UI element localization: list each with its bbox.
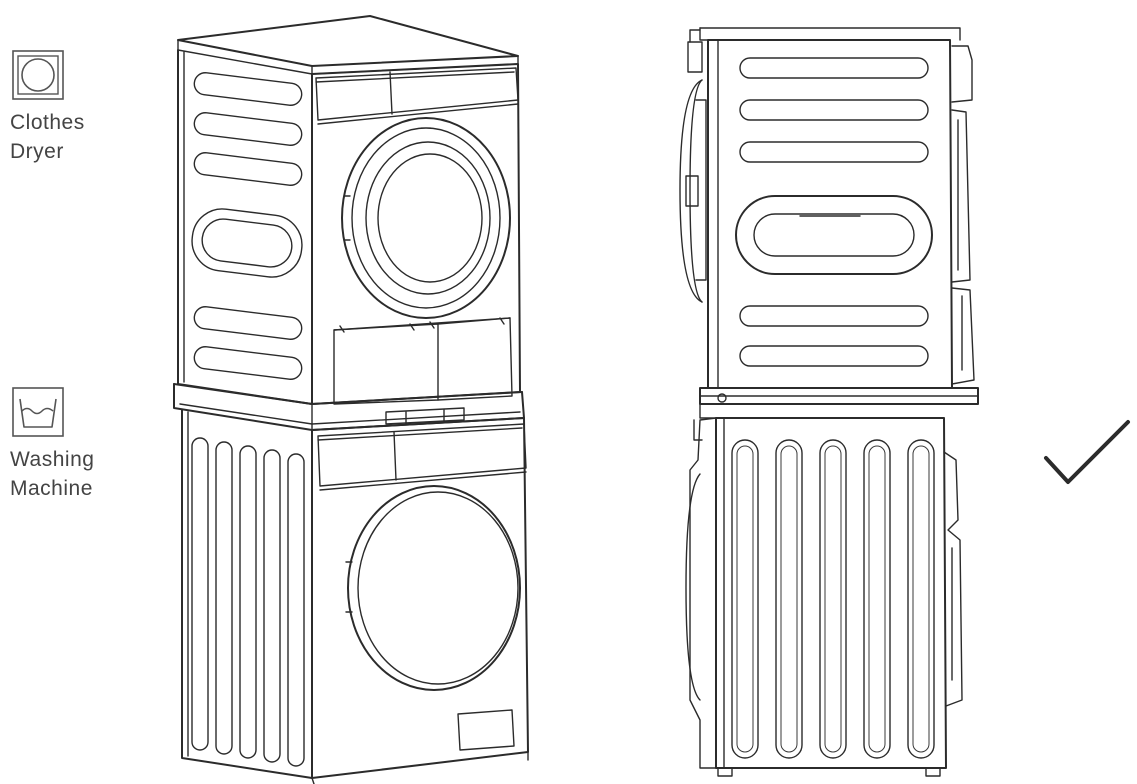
dryer-symbol-icon xyxy=(12,50,64,100)
washer-filter-cover xyxy=(457,709,515,751)
washer-door xyxy=(347,485,521,691)
legend-washer-line1: Washing xyxy=(10,448,95,471)
washer-side-vent xyxy=(215,441,233,755)
washer-side-body xyxy=(715,417,947,769)
washer-door-profile xyxy=(685,473,701,701)
dryer-door-profile xyxy=(679,79,703,303)
dryer-side-vent xyxy=(193,346,303,380)
legend-dryer: Clothes Dryer xyxy=(10,48,85,166)
washer-side-panel xyxy=(181,409,313,779)
side-view-stack xyxy=(679,27,979,777)
washer-side-vent xyxy=(731,439,759,759)
dryer-door-glass xyxy=(377,153,483,283)
dryer-filter-panel xyxy=(333,323,439,405)
washer-control-panel xyxy=(317,423,527,487)
dryer-unit-side xyxy=(679,27,975,389)
dryer-control-panel xyxy=(315,67,519,121)
dryer-side-vent xyxy=(739,305,929,327)
legend-dryer-line1: Clothes xyxy=(10,111,85,134)
stacking-kit-side xyxy=(699,387,979,419)
washer-side-vent xyxy=(907,439,935,759)
washer-side-vent xyxy=(263,449,281,763)
legend-washer: Washing Machine xyxy=(10,385,94,503)
dryer-unit-front xyxy=(177,15,521,405)
stacking-kit-front xyxy=(173,383,525,431)
dryer-side-vent-large xyxy=(735,195,933,275)
front-view-stack xyxy=(173,15,529,784)
dryer-side-vent-large xyxy=(191,208,303,278)
checkmark-icon xyxy=(1044,420,1130,484)
washer-unit-front xyxy=(181,409,529,784)
washer-unit-side xyxy=(685,417,963,777)
dryer-side-vent xyxy=(739,345,929,367)
dryer-side-vent xyxy=(739,141,929,163)
dryer-side-vent xyxy=(739,99,929,121)
legend-washer-line2: Machine xyxy=(10,477,93,500)
washer-side-vent xyxy=(287,453,305,767)
legend-dryer-line2: Dryer xyxy=(10,140,64,163)
washer-front-panel xyxy=(311,417,529,779)
dryer-side-vent xyxy=(193,306,303,340)
washer-side-vent xyxy=(819,439,847,759)
washer-side-vent xyxy=(863,439,891,759)
dryer-side-vent xyxy=(193,112,303,146)
washer-side-vent xyxy=(239,445,257,759)
washer-side-vent xyxy=(191,437,209,751)
dryer-door-outer xyxy=(341,117,511,319)
washer-side-vent xyxy=(775,439,803,759)
dryer-side-vent xyxy=(193,72,303,106)
dryer-side-vent xyxy=(739,57,929,79)
dryer-side-vent xyxy=(193,152,303,186)
washing-symbol-icon xyxy=(12,387,64,437)
